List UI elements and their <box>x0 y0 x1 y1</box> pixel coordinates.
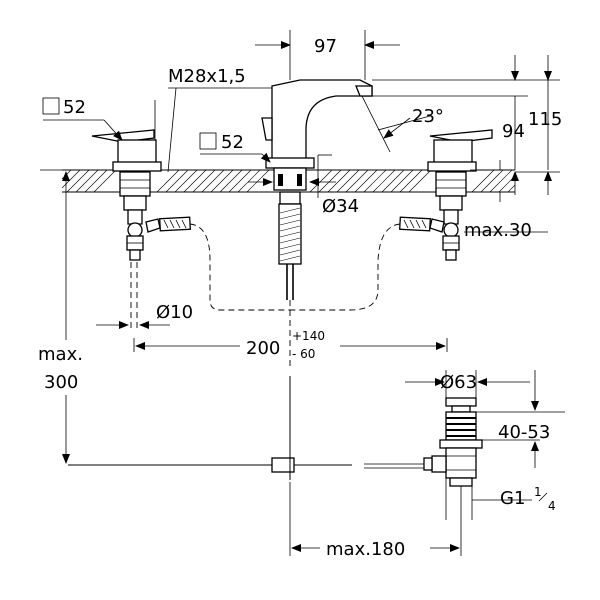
pop-up-rod <box>278 203 302 370</box>
hatch-line <box>354 169 378 193</box>
rod-hatch-line <box>279 243 301 250</box>
hatch-line <box>336 169 360 193</box>
rod-hatch-line <box>279 207 301 214</box>
dim-thread: M28x1,5 <box>154 66 272 173</box>
hatch-line <box>318 169 342 193</box>
center-distance-label: 200 <box>246 338 280 359</box>
spout-height-label: 94 <box>502 121 525 142</box>
thread-label: M28x1,5 <box>168 66 246 87</box>
drain-thread-num: 1 <box>534 485 542 499</box>
hatch-line <box>381 169 405 193</box>
hatch-line <box>246 169 270 193</box>
dim-hole-diameter: Ø34 <box>248 154 359 217</box>
square-center-label: 52 <box>221 132 244 153</box>
dim-spout-reach: 97 <box>255 30 400 80</box>
hatch-line <box>489 169 513 193</box>
rod-hatch-line <box>279 255 301 262</box>
drain-range-label: 40-53 <box>498 422 550 443</box>
hatch-line <box>66 169 90 193</box>
hatch-line <box>165 169 189 193</box>
drain-reach-label: max.180 <box>326 539 405 560</box>
max-depth-line1: max. <box>38 344 83 365</box>
right-hose <box>290 216 445 311</box>
hatch-line <box>471 169 495 193</box>
hatch-line <box>156 169 180 193</box>
hatch-line <box>498 175 516 193</box>
dim-square-center: 52 <box>199 132 271 163</box>
dim-angle: 23° <box>361 95 444 153</box>
hatch-line <box>309 169 333 193</box>
hatch-line <box>219 169 243 193</box>
left-pipe <box>130 262 138 330</box>
hatch-line <box>192 169 216 193</box>
dim-drain-thread: G1 1 4 <box>445 478 556 520</box>
dim-max-thickness: max.30 <box>464 160 548 241</box>
angle-label: 23° <box>412 106 444 127</box>
hatch-line <box>75 169 99 193</box>
dim-drain-reach: max.180 <box>289 482 462 560</box>
drain-assembly <box>364 397 483 487</box>
hatch-line <box>61 169 72 180</box>
hatch-line <box>84 169 108 193</box>
spout-reach-label: 97 <box>314 36 337 57</box>
left-hose <box>145 216 290 311</box>
hole-diameter-label: Ø34 <box>322 196 359 217</box>
hatch-line <box>210 169 234 193</box>
total-height-label: 115 <box>528 109 562 130</box>
hatch-line <box>408 169 432 193</box>
rod-hatch-line <box>279 213 301 220</box>
dim-square-left: 52 <box>42 97 123 141</box>
dim-drain-range: 40-53 <box>476 370 565 468</box>
hatch-line <box>480 169 504 193</box>
pop-up-lever <box>68 376 352 480</box>
drain-thread-label: G1 <box>500 488 525 509</box>
hatch-line <box>399 169 423 193</box>
square-left-label: 52 <box>63 97 86 118</box>
tolerance-plus-label: +140 <box>292 329 325 343</box>
hatch-line <box>174 169 198 193</box>
hatch-line <box>228 169 252 193</box>
dim-max-depth: max. 300 <box>38 169 83 464</box>
tolerance-minus-label: - 60 <box>292 347 315 361</box>
dim-center-distance: 200 +140 - 60 <box>133 329 448 361</box>
hatch-line <box>507 184 516 193</box>
dim-heights: 94 115 <box>372 55 562 195</box>
dim-drain-diameter: Ø63 <box>405 370 530 398</box>
rod-hatch-line <box>279 237 301 244</box>
hatch-line <box>363 169 387 193</box>
hatch-line <box>327 169 351 193</box>
spout-body <box>261 79 373 205</box>
hatch-line <box>183 169 207 193</box>
rod-hatch-line <box>279 225 301 232</box>
max-thickness-label: max.30 <box>464 220 532 241</box>
rod-hatch-line <box>279 219 301 226</box>
pipe-diameter-label: Ø10 <box>156 302 193 323</box>
drain-diameter-label: Ø63 <box>440 372 477 393</box>
hatch-line <box>93 169 117 193</box>
hatch-line <box>345 169 369 193</box>
hatch-line <box>61 169 81 189</box>
rod-hatch-line <box>279 231 301 238</box>
drain-thread-den: 4 <box>548 499 556 513</box>
hatch-line <box>372 169 396 193</box>
rod-hatch-line <box>279 249 301 256</box>
max-depth-line2: 300 <box>44 372 78 393</box>
right-handle <box>427 129 493 261</box>
dim-pipe-diameter: Ø10 <box>96 302 193 329</box>
hatch-line <box>237 169 261 193</box>
left-handle <box>91 129 162 261</box>
hatch-line <box>390 169 414 193</box>
hatch-line <box>201 169 225 193</box>
